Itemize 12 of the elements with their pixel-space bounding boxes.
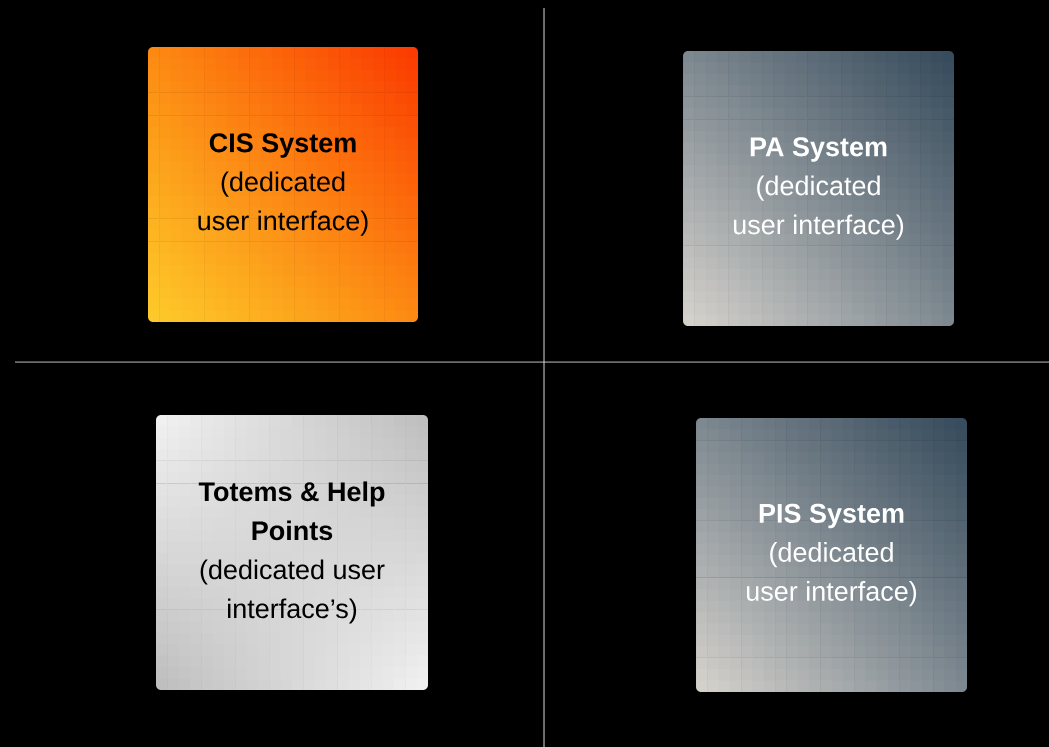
- node-label: PIS System: [759, 503, 904, 529]
- node-label: (dedicated user interface): [733, 175, 904, 240]
- node-label: Totems & Help Points: [198, 481, 385, 541]
- node-label: PA System: [750, 137, 887, 162]
- system-box: Totems & Help Points (dedicated user interface’s): [156, 415, 428, 690]
- system-box: PA System (dedicated user interface): [683, 51, 954, 326]
- node-label: CIS System: [209, 133, 356, 158]
- node-label: (dedicated user interface’s): [200, 559, 385, 624]
- node-label: (dedicated user interface): [746, 542, 917, 607]
- node-label: (dedicated user interface): [198, 171, 368, 236]
- system-box: PIS System (dedicated user interface): [696, 418, 967, 692]
- system-box: CIS System (dedicated user interface): [148, 47, 418, 322]
